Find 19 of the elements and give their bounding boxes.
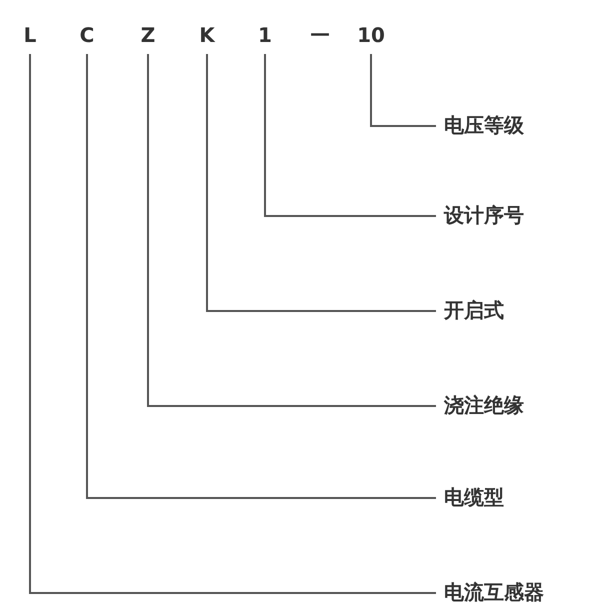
meaning-label: 电压等级 — [436, 112, 556, 138]
leader-line — [147, 54, 436, 407]
leader-line — [29, 54, 436, 594]
meaning-label: 开启式 — [436, 297, 556, 323]
model-code-letter: K — [195, 22, 219, 48]
model-code-letter: C — [75, 22, 99, 48]
meaning-label: 设计序号 — [436, 202, 556, 228]
model-code-letter: Z — [136, 22, 160, 48]
meaning-label: 浇注绝缘 — [436, 392, 556, 418]
model-code-letter: 10 — [354, 22, 388, 48]
meaning-label: 电流互感器 — [436, 579, 576, 605]
leader-line — [206, 54, 436, 312]
leader-line — [264, 54, 436, 217]
leader-line — [370, 54, 436, 127]
meaning-label: 电缆型 — [436, 484, 556, 510]
model-code-letter: 1 — [253, 22, 277, 48]
model-code-letter: L — [18, 22, 42, 48]
leader-line — [86, 54, 436, 499]
dash-separator: — — [310, 20, 330, 46]
